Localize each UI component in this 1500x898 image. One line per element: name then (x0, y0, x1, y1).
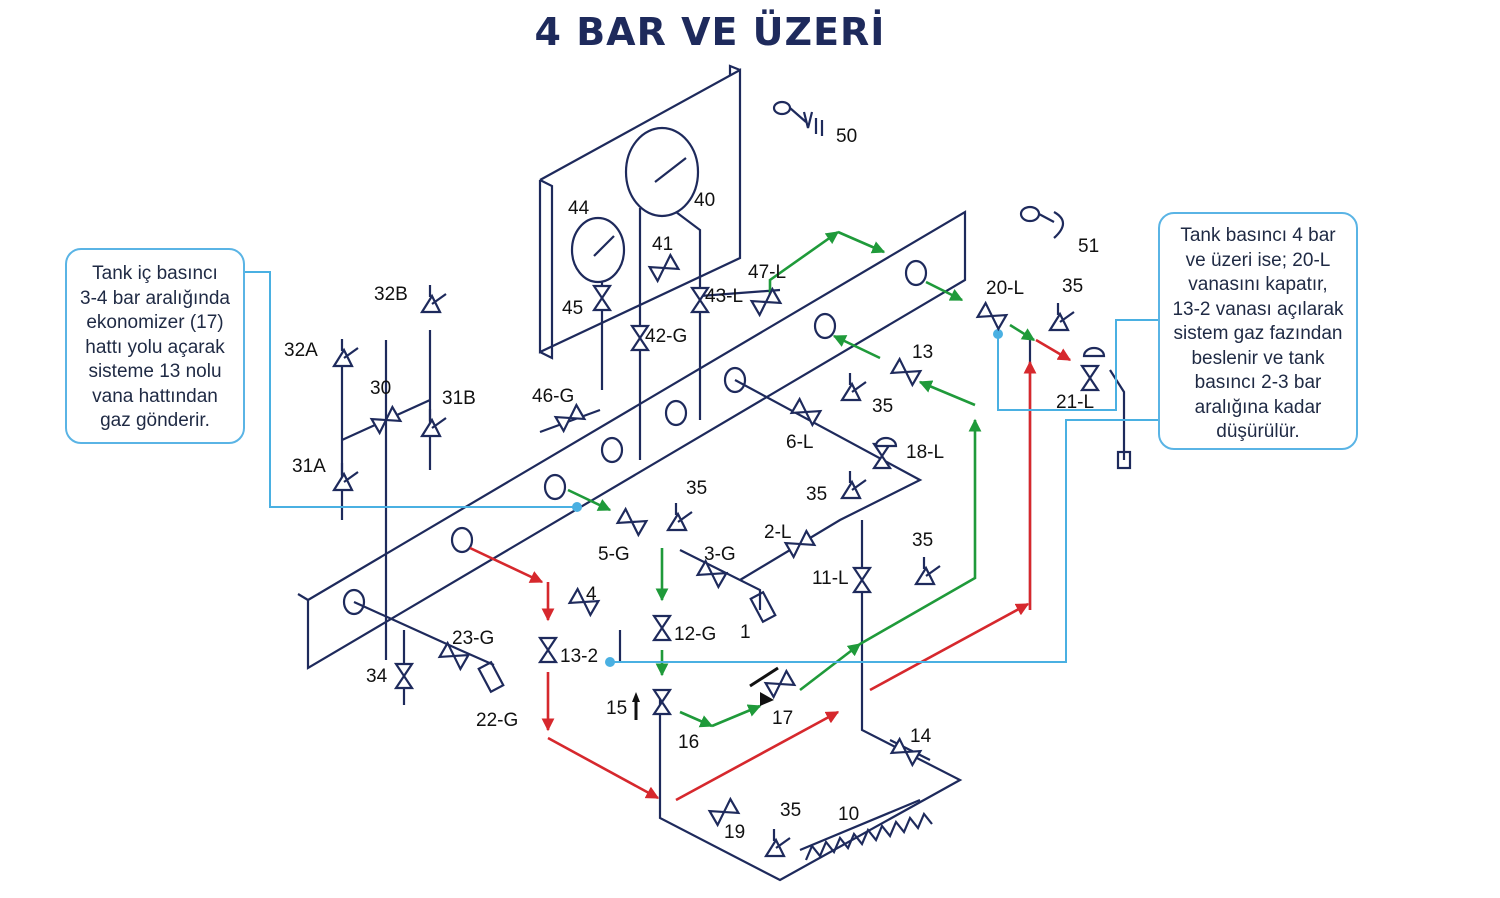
label-32b: 32B (374, 284, 408, 305)
label-44: 44 (568, 198, 590, 219)
gas-lines (567, 230, 1036, 728)
note-left-line: gaz gönderir. (100, 410, 210, 431)
arrow-17-icon (749, 666, 779, 688)
label-1: 1 (740, 622, 751, 643)
arrow-15-head-icon (632, 692, 640, 702)
label-35-f: 35 (780, 800, 801, 821)
label-35-e: 35 (912, 530, 933, 551)
label-50: 50 (836, 126, 857, 147)
label-35-c: 35 (686, 478, 707, 499)
label-3-g: 3-G (704, 544, 736, 565)
tool-icons (772, 100, 1065, 239)
label-2-l: 2-L (764, 522, 791, 543)
label-6-l: 6-L (786, 432, 813, 453)
note-left-line: sisteme 13 nolu (88, 361, 222, 382)
note-right-line: düşürülür. (1216, 421, 1300, 442)
label-43-l: 43-L (705, 286, 743, 307)
note-right-callout: Tank basıncı 4 bar ve üzeri ise; 20-L va… (1158, 212, 1358, 450)
label-40: 40 (694, 190, 715, 211)
label-12-g: 12-G (674, 624, 716, 645)
label-22-g: 22-G (476, 710, 518, 731)
label-31b: 31B (442, 388, 476, 409)
label-35-a: 35 (1062, 276, 1083, 297)
label-42-g: 42-G (645, 326, 687, 347)
note-right-line: basıncı 2-3 bar (1194, 372, 1322, 393)
relief-valves (332, 285, 1106, 858)
label-51: 51 (1078, 236, 1099, 257)
label-35-b: 35 (872, 396, 893, 417)
label-41: 41 (652, 234, 673, 255)
note-right-line: 13-2 vanası açılarak (1172, 298, 1344, 320)
page-title: 4 BAR VE ÜZERİ (534, 10, 886, 54)
note-left-line: 3-4 bar aralığında (80, 287, 230, 309)
note-left-line: vana hattından (92, 385, 218, 407)
note-right-line: vanasını kapatır, (1188, 274, 1328, 295)
label-34: 34 (366, 666, 388, 687)
label-5-g: 5-G (598, 544, 630, 565)
label-15: 15 (606, 698, 627, 719)
label-19: 19 (724, 822, 745, 843)
label-17: 17 (772, 708, 793, 729)
label-23-g: 23-G (452, 628, 494, 649)
note-left-callout: Tank iç basıncı 3-4 bar aralığında ekono… (65, 248, 245, 444)
label-14: 14 (910, 726, 932, 747)
structural-lines (340, 288, 1132, 882)
pipe-rack (297, 210, 967, 670)
label-11-l: 11-L (812, 568, 849, 589)
label-20-l: 20-L (986, 278, 1024, 299)
label-45: 45 (562, 298, 583, 319)
note-left-line: Tank iç basıncı (92, 263, 218, 284)
note-right-line: sistem gaz fazından (1173, 323, 1343, 344)
note-right-line: beslenir ve tank (1191, 347, 1325, 369)
label-21-l: 21-L (1056, 392, 1094, 413)
label-31a: 31A (292, 456, 326, 477)
label-16: 16 (678, 732, 699, 753)
label-4: 4 (586, 584, 597, 605)
component-labels: 50 51 44 40 41 45 43-L 42-G 47-L 46-G 32… (284, 126, 1099, 843)
label-32a: 32A (284, 340, 318, 361)
label-46-g: 46-G (532, 386, 574, 407)
liquid-lines (469, 338, 1072, 802)
note-right-line: ve üzeri ise; 20-L (1185, 249, 1331, 271)
callout-lines (245, 271, 1158, 667)
note-left-line: ekonomizer (17) (86, 312, 224, 333)
note-right-line: Tank basıncı 4 bar (1180, 225, 1336, 246)
label-13: 13 (912, 342, 933, 363)
pressure-gauge-44 (570, 216, 626, 284)
label-13-2: 13-2 (560, 646, 598, 667)
note-left-line: hattı yolu açarak (85, 336, 225, 358)
valve-symbols (370, 253, 1100, 827)
label-10: 10 (838, 804, 859, 825)
economizer-17-icon (760, 692, 774, 706)
label-35-d: 35 (806, 484, 827, 505)
label-30: 30 (370, 378, 391, 399)
pressure-gauge-40 (624, 126, 700, 218)
note-right-line: aralığına kadar (1194, 396, 1322, 418)
label-47-l: 47-L (748, 262, 786, 283)
label-18-l: 18-L (906, 442, 944, 463)
